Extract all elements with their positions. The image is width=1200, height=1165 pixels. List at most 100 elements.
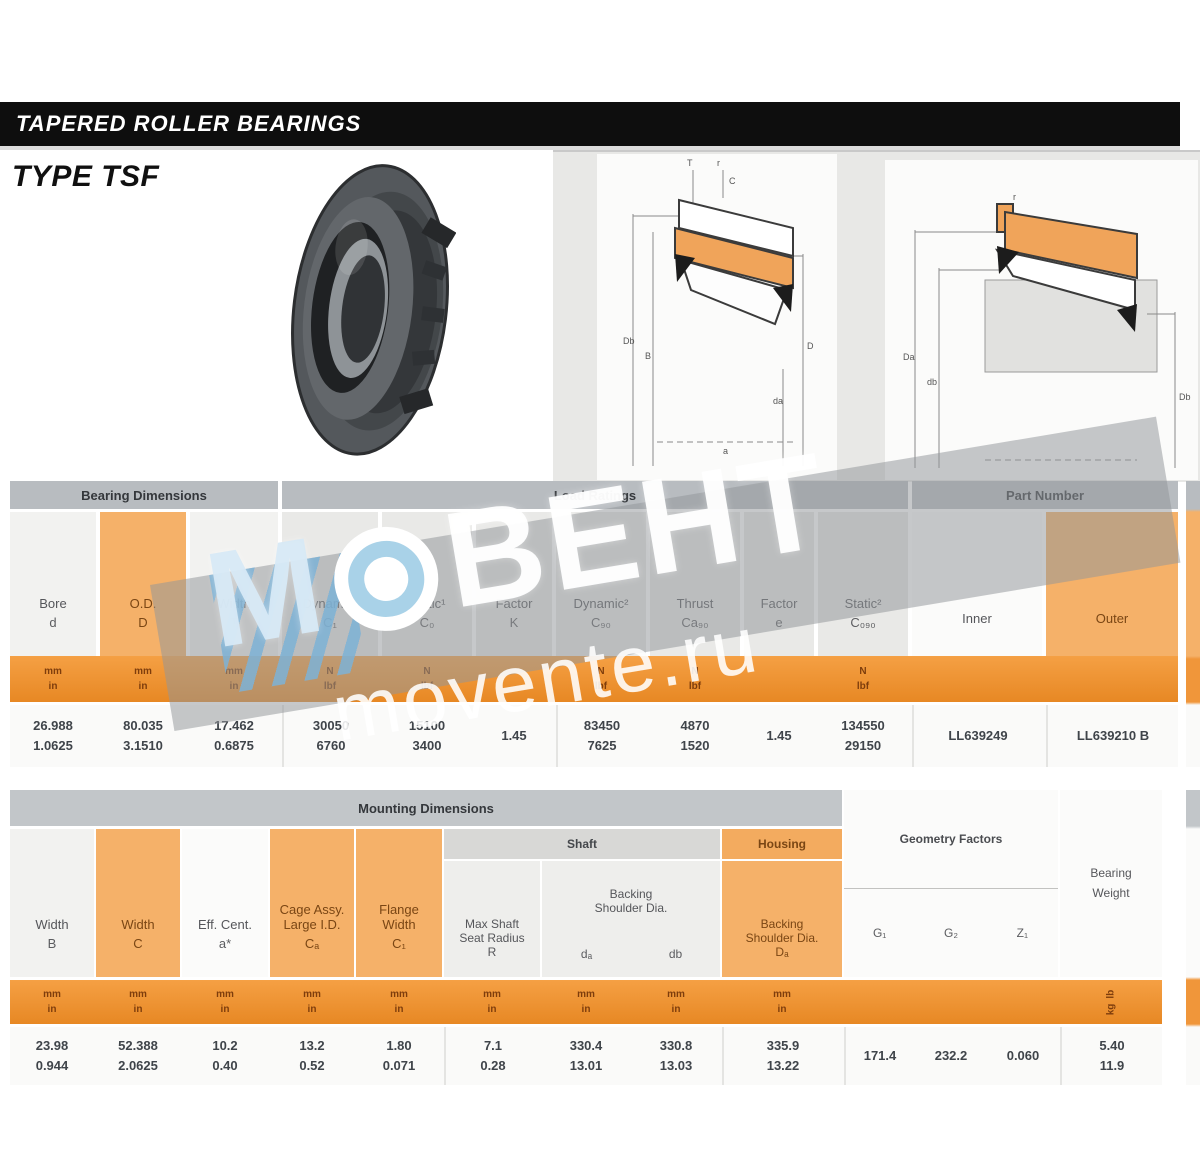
unit-cell: [844, 980, 914, 1024]
data-cell-g2: 232.2: [934, 1047, 968, 1063]
geometry-symbols: G₁ G₂ Z₁: [844, 889, 1058, 977]
type-label: TYPE TSF: [12, 160, 160, 193]
dim-label: a: [723, 446, 728, 456]
unit-cell: [912, 656, 1042, 702]
column-header-eff-center: Eff. Cent.a*: [182, 829, 268, 977]
dim-label: Da: [903, 352, 915, 362]
data-cell-inner-part: LL639249: [912, 705, 1042, 767]
data-cell-g1: 171.4: [844, 1027, 914, 1085]
group-header-load-ratings: Load Ratings: [282, 481, 908, 509]
housing-band: Housing: [722, 829, 842, 859]
group-header-dimensions: Bearing Dimensions: [10, 481, 278, 509]
group-header-mounting: Mounting Dimensions: [10, 790, 842, 826]
diagram-panel: r T C Db B D da a: [553, 150, 1200, 482]
data-cell-factor-k: 1.45: [501, 727, 527, 743]
diagram-card-section: r T C Db B D da a: [597, 154, 837, 480]
dim-label: B: [645, 351, 651, 361]
unit-cell: [476, 656, 552, 702]
dim-label: db: [927, 377, 937, 387]
cropped-column-sliver: [1186, 481, 1200, 767]
column-header-outer: Outer: [1046, 512, 1178, 656]
mounting-diagram: Da db Db r: [903, 192, 1191, 468]
table-mounting-dimensions: Mounting Dimensions Geometry Factors G₁ …: [10, 790, 1162, 1085]
dim-label: r: [1013, 192, 1016, 202]
table1-group-row: Bearing Dimensions Load Ratings Part Num…: [10, 481, 1178, 509]
data-cell-z1: 0.060: [1006, 1047, 1040, 1063]
group-header-part-number: Part Number: [912, 481, 1178, 509]
symbol-g1: G₁: [872, 926, 887, 940]
geometry-factors-label: Geometry Factors: [844, 790, 1058, 889]
unit-cell: [988, 980, 1058, 1024]
unit-cell: [744, 656, 814, 702]
dim-label: D: [807, 341, 814, 351]
symbol-g2: G₂: [943, 926, 958, 940]
unit-cell: [916, 980, 986, 1024]
bearing-section-diagram: r T C Db B D da a: [623, 158, 814, 466]
table-dimensions-ratings: Bearing Dimensions Load Ratings Part Num…: [10, 481, 1178, 767]
shaft-band: Shaft: [444, 829, 720, 859]
symbol-db: db: [668, 947, 683, 961]
dim-label: da: [773, 396, 783, 406]
symbol-z1: Z₁: [1016, 926, 1029, 940]
dim-label: T: [687, 158, 693, 168]
data-cell-factor-e: 1.45: [766, 727, 792, 743]
table2-header-zone: Mounting Dimensions Geometry Factors G₁ …: [10, 790, 1162, 977]
page-banner: TAPERED ROLLER BEARINGS: [0, 102, 1180, 146]
diagram-card-mounting: Da db Db r: [885, 160, 1198, 480]
dim-label: C: [729, 176, 736, 186]
dim-label: Db: [623, 336, 635, 346]
data-cell-outer-part: LL639210 B: [1046, 705, 1178, 767]
symbol-da: dₐ: [580, 947, 593, 961]
group-geometry-factors: Geometry Factors G₁ G₂ Z₁: [844, 790, 1058, 977]
column-header-inner: Inner: [912, 512, 1042, 656]
dim-label: r: [717, 158, 720, 168]
